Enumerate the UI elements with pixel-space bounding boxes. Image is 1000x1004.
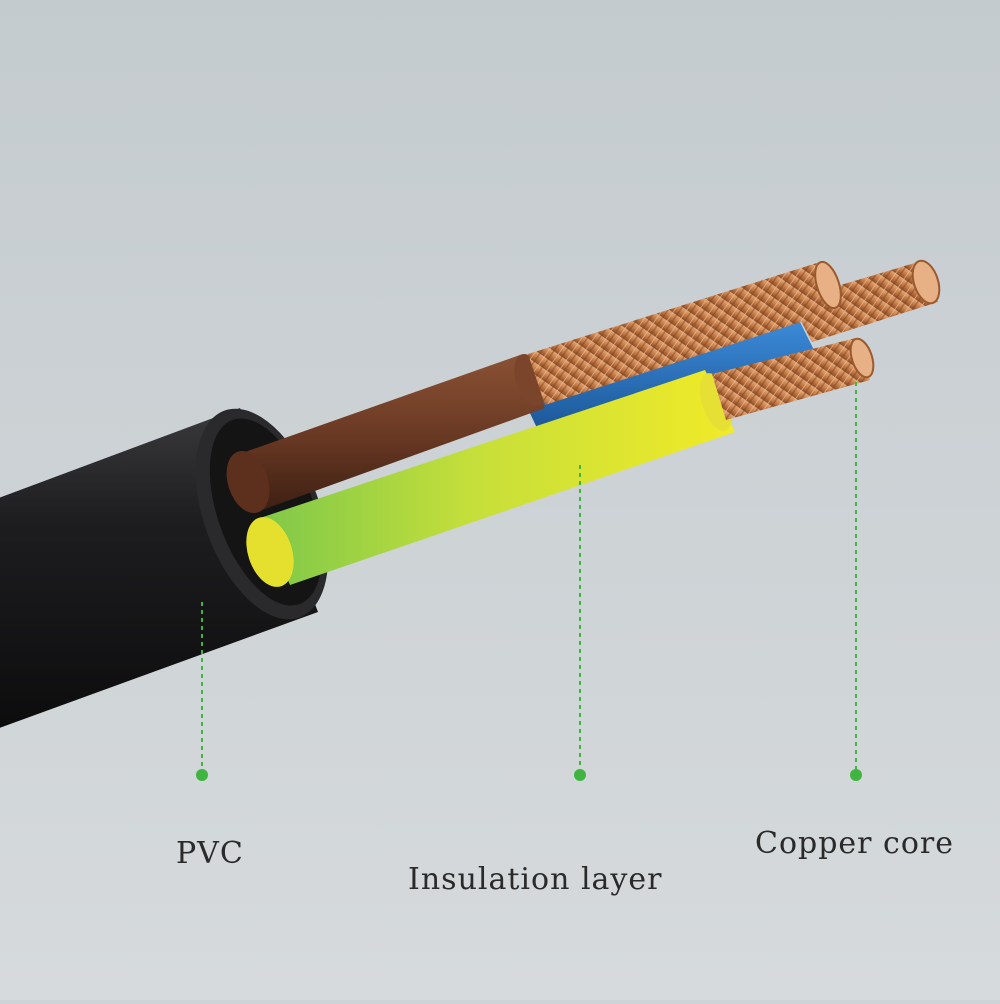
callout-pvc	[196, 602, 208, 781]
callout-copper	[850, 382, 862, 781]
callout-insulation	[574, 465, 586, 781]
copper-core-label: Copper core	[755, 826, 955, 861]
brown-conductor	[226, 260, 842, 514]
green-yellow-conductor	[246, 337, 875, 587]
pvc-label: PVC	[176, 836, 244, 871]
copper-strands	[790, 259, 941, 342]
insulation-layer-label: Insulation layer	[408, 862, 663, 897]
